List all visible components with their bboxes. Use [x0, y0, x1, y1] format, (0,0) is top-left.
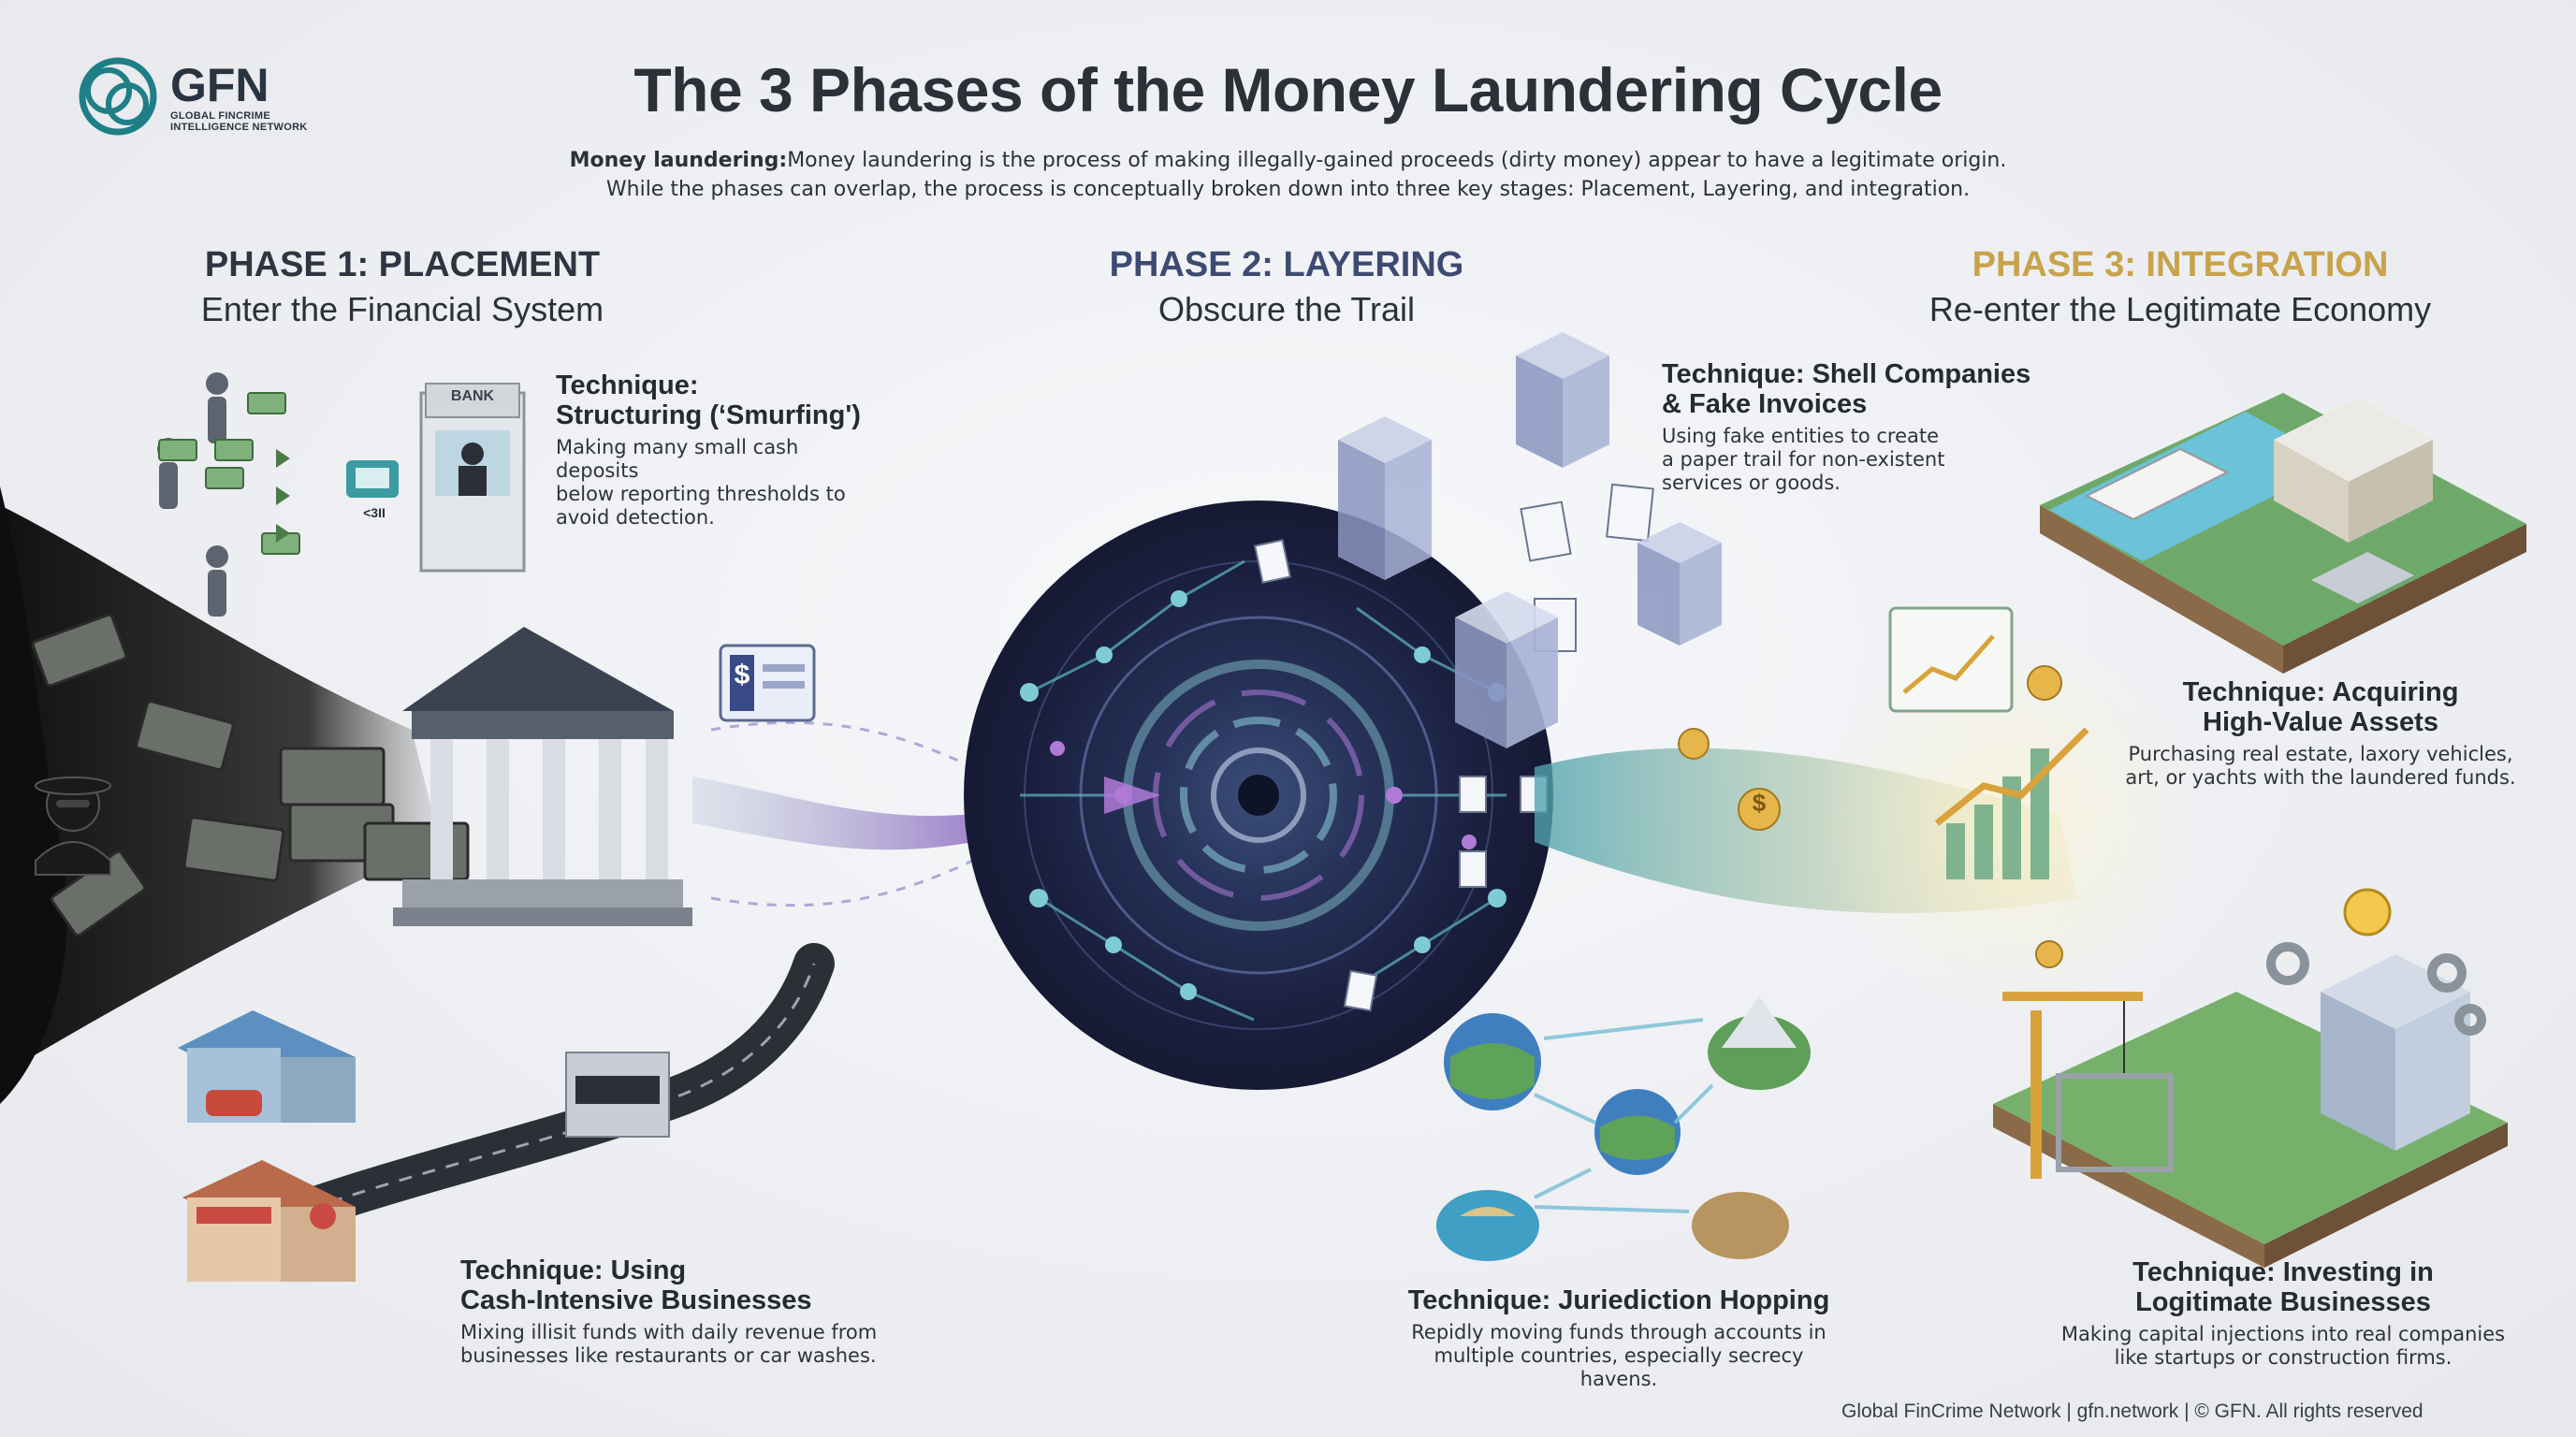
technique-structuring: Technique: Structuring (‘Smurfing') Maki… [556, 370, 865, 530]
description-line: Mixing illisit funds with daily revenue … [460, 1321, 878, 1343]
business-investment-illustration [1993, 888, 2508, 1268]
description-line: Making capital injections into real comp… [2060, 1323, 2506, 1345]
laptop-dollar-label: $ [734, 660, 750, 690]
technique-title: Technique: Juriediction Hopping [1407, 1285, 1830, 1315]
technique-acquiring-assets: Technique: Acquiring High-Value Assets P… [2124, 677, 2517, 790]
description-line: services or goods. [1662, 472, 1841, 494]
logo-tagline: GLOBAL FINCRIME INTELLIGENCE NETWORK [170, 110, 308, 133]
coin-icons [1678, 665, 2063, 968]
banknote-cluster [31, 613, 470, 937]
description-line: below reporting thresholds to [556, 483, 846, 505]
logo-tagline-line1: GLOBAL FINCRIME [170, 110, 270, 122]
smurfing-illustration [157, 372, 526, 617]
technique-title: Technique: Using [460, 1256, 687, 1285]
technique-description: Purchasing real estate, laxory vehicles,… [2124, 743, 2517, 790]
gfn-logo-icon [79, 57, 157, 136]
technique-investing: Technique: Investing in Logitimate Busin… [2059, 1257, 2508, 1370]
description-line: businesses like restaurants or car washe… [460, 1344, 877, 1367]
intro-line1: Money laundering:Money laundering is the… [0, 146, 2576, 175]
document-icons [1253, 483, 1654, 1012]
intro-line2: While the phases can overlap, the proces… [605, 178, 1971, 201]
technique-cash-business: Technique: Using Cash-Intensive Business… [460, 1256, 947, 1368]
restaurant-icon [182, 1160, 356, 1282]
intro-text: Money laundering:Money laundering is the… [0, 146, 2576, 204]
phase1-title: PHASE 1: PLACEMENT [204, 245, 601, 284]
footer-credit: Global FinCrime Network | gfn.network | … [1841, 1401, 2423, 1422]
technique-description: Using fake entities to create a paper tr… [1662, 425, 2055, 495]
technique-description: Repidly moving funds through accounts in… [1404, 1321, 1834, 1391]
phase1-subtitle: Enter the Financial System [200, 290, 604, 328]
description-line: a paper trail for non-existent [1662, 448, 1945, 471]
technique-jurisdiction-hopping: Technique: Juriediction Hopping Repidly … [1404, 1285, 1834, 1391]
technique-title: Technique: Acquiring [2182, 677, 2459, 707]
phase2-subtitle: Obscure the Trail [1157, 290, 1416, 328]
page-title: The 3 Phases of the Money Laundering Cyc… [633, 55, 1943, 124]
coin-dollar-label: $ [1752, 789, 1767, 817]
phase3-subtitle: Re-enter the Legitimate Economy [1928, 290, 2432, 328]
description-line: Using fake entities to create [1662, 425, 1940, 447]
layering-vortex [964, 501, 1553, 1090]
technique-title: Technique: Investing in [2132, 1257, 2434, 1287]
criminal-figure-icon [35, 777, 111, 876]
description-line: art, or yachts with the laundered funds. [2125, 766, 2516, 789]
technique-title: Structuring (‘Smurfing') [556, 400, 861, 430]
money-stream-in [692, 777, 973, 850]
technique-description: Making many small cash deposits below re… [556, 436, 865, 530]
atm-amount-label: <3II [363, 505, 386, 520]
bank-building-icon [393, 627, 692, 926]
intro-line1-text: Money laundering is the process of makin… [787, 149, 2007, 172]
logo-tagline-line2: INTELLIGENCE NETWORK [170, 122, 308, 133]
technique-title: & Fake Invoices [1662, 389, 1868, 419]
luxury-assets-illustration [2040, 393, 2526, 674]
description-line: Making many small cash deposits [556, 436, 799, 482]
description-line: avoid detection. [556, 506, 715, 529]
technique-title: Cash-Intensive Businesses [460, 1285, 812, 1315]
description-line: like startups or construction firms. [2114, 1346, 2452, 1369]
processing-kiosk-icon [565, 1052, 670, 1138]
description-line: Purchasing real estate, laxory vehicles, [2128, 743, 2513, 765]
shell-company-buildings [1338, 332, 1722, 748]
technique-title: Technique: Shell Companies [1662, 359, 2031, 389]
bank-kiosk-label: BANK [450, 388, 495, 404]
logo-name: GFN [170, 59, 269, 111]
technique-title: Technique: [556, 370, 699, 400]
jurisdiction-globes [1436, 996, 1811, 1261]
car-wash-icon [178, 1010, 356, 1123]
laptop-screen-icon [719, 644, 816, 722]
intro-term: Money laundering: [569, 149, 788, 172]
technique-title: High-Value Assets [2203, 707, 2438, 737]
technique-shell-companies: Technique: Shell Companies & Fake Invoic… [1662, 359, 2055, 495]
technique-description: Making capital injections into real comp… [2059, 1323, 2508, 1370]
growth-chart-icon [1888, 606, 2089, 879]
description-line: multiple countries, especially secrecy h… [1434, 1344, 1804, 1390]
phase3-title: PHASE 3: INTEGRATION [1972, 245, 2389, 284]
technique-title: Logitimate Businesses [2135, 1287, 2431, 1317]
description-line: Repidly moving funds through accounts in [1411, 1321, 1826, 1343]
phase2-title: PHASE 2: LAYERING [1109, 245, 1464, 284]
technique-description: Mixing illisit funds with daily revenue … [460, 1321, 947, 1368]
